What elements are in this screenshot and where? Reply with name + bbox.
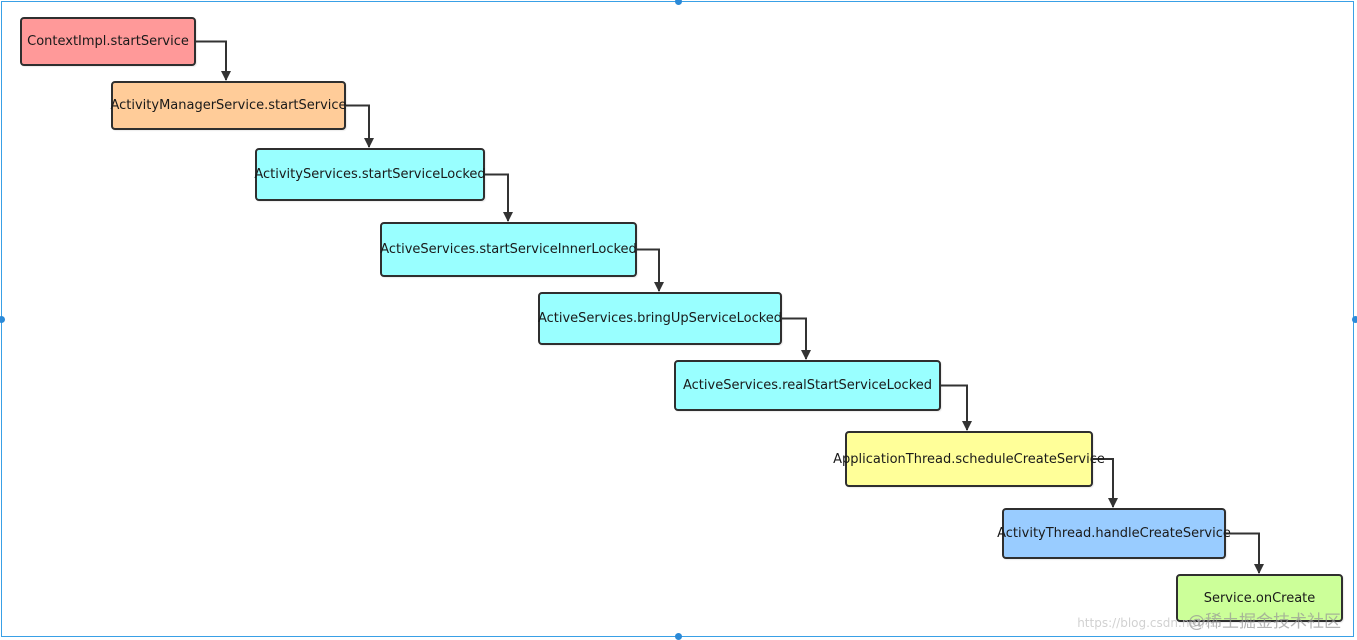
node-service-oncreate[interactable]: Service.onCreate [1176,574,1343,622]
selection-handle-right[interactable] [1352,316,1357,323]
node-activitymanagerservice-startservice[interactable]: ActivityManagerService.startService [110,81,347,130]
watermark-url: https://blog.csdn.net/... [1077,616,1217,630]
edge-n5-to-n6[interactable] [782,317,811,360]
edge-n4-to-n5[interactable] [637,248,664,292]
edge-n6-to-n7[interactable] [941,384,972,431]
edge-n1-to-n2[interactable] [196,40,231,81]
edge-n7-to-n8[interactable] [1093,458,1118,508]
node-activeservices-startserviceinnerlocked[interactable]: ActiveServices.startServiceInnerLocked [380,222,637,277]
node-contextimpl-startservice[interactable]: ContextImpl.startService [20,17,196,66]
edge-n2-to-n3[interactable] [346,104,374,148]
node-activitythread-handlecreateservice[interactable]: ActivityThread.handleCreateService [997,508,1231,559]
edge-n3-to-n4[interactable] [485,173,513,222]
watermark-text: @稀土掘金技术社区 [1188,612,1341,632]
selection-handle-bottom[interactable] [675,633,682,640]
selection-handle-top[interactable] [675,0,682,5]
node-applicationthread-schedulecreateservice[interactable]: ApplicationThread.scheduleCreateService [833,431,1105,487]
selection-handle-left[interactable] [0,316,5,323]
node-activityservices-startservicelocked[interactable]: ActivityServices.startServiceLocked [254,148,486,201]
edge-n8-to-n9[interactable] [1226,532,1264,574]
node-activeservices-bringupservicelocked[interactable]: ActiveServices.bringUpServiceLocked [538,292,782,345]
node-activeservices-realstartservicelocked[interactable]: ActiveServices.realStartServiceLocked [674,360,941,411]
